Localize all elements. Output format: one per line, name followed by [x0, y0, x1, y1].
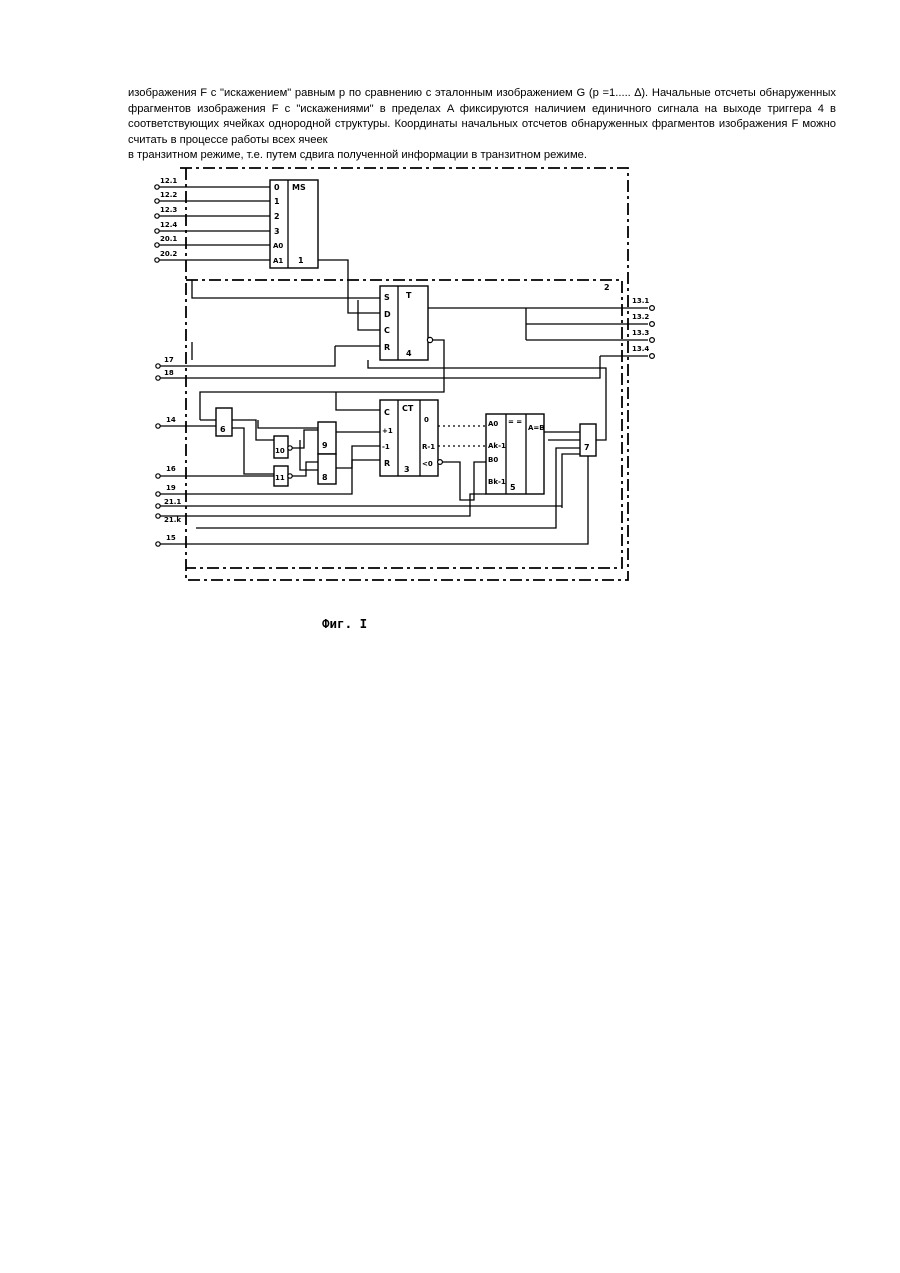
comparator-out: A=B	[528, 424, 545, 432]
pin-16	[156, 474, 160, 478]
comparator-eq: = =	[508, 418, 522, 426]
comparator-in-ak: Ak-1	[488, 442, 506, 450]
ms-in-a0: A0	[273, 242, 283, 250]
term-13-4: 13.4	[632, 345, 649, 353]
block-6-label: 6	[220, 425, 226, 434]
comparator-in-a0: A0	[488, 420, 498, 428]
counter-in-c: C	[384, 408, 390, 417]
trigger-in-r: R	[384, 343, 390, 352]
term-18: 18	[164, 369, 174, 377]
counter-label: CT	[402, 404, 414, 413]
trigger-in-d: D	[384, 310, 391, 319]
counter-in-plus1: +1	[382, 427, 393, 435]
counter-in-minus1: -1	[382, 443, 390, 451]
ms-label: MS	[292, 183, 306, 192]
term-16: 16	[166, 465, 176, 473]
counter-out-lt0: <0	[422, 460, 433, 468]
term-12-2: 12.2	[160, 191, 177, 199]
block-10-label: 10	[275, 447, 285, 455]
block-11-label: 11	[275, 474, 285, 482]
block-7-label: 7	[584, 443, 590, 452]
counter-number: 3	[404, 465, 410, 474]
ms-input-pins	[155, 185, 159, 262]
term-15: 15	[166, 534, 176, 542]
counter-out-r1: R-1	[422, 443, 435, 451]
pin-18	[156, 376, 160, 380]
structure-label: 2	[604, 283, 610, 292]
ms-block	[270, 180, 318, 268]
counter-out-0: 0	[424, 416, 429, 424]
term-13-1: 13.1	[632, 297, 649, 305]
lower-input-pins	[156, 492, 160, 546]
counter-in-r: R	[384, 459, 390, 468]
pin-14	[156, 424, 160, 428]
term-17: 17	[164, 356, 174, 364]
block-8-label: 8	[322, 473, 328, 482]
term-19: 19	[166, 484, 176, 492]
ms-in-a1: A1	[273, 257, 283, 265]
term-12-4: 12.4	[160, 221, 177, 229]
term-21-k: 21.k	[164, 516, 181, 524]
comparator-in-b0: B0	[488, 456, 498, 464]
ms-in-3: 3	[274, 227, 280, 236]
term-20-1: 20.1	[160, 235, 177, 243]
term-13-3: 13.3	[632, 329, 649, 337]
trigger-in-c: C	[384, 326, 390, 335]
ms-output: 1	[298, 256, 304, 265]
trigger-in-s: S	[384, 293, 390, 302]
term-12-3: 12.3	[160, 206, 177, 214]
block-9-label: 9	[322, 441, 328, 450]
trigger-number: 4	[406, 349, 412, 358]
figure-caption: Фиг. I	[322, 616, 367, 631]
right-terminal-pins	[650, 306, 655, 359]
ms-in-2: 2	[274, 212, 280, 221]
pin-17	[156, 364, 160, 368]
trigger-inverted-output	[427, 337, 432, 342]
term-21-1: 21.1	[164, 498, 181, 506]
term-12-1: 12.1	[160, 177, 177, 185]
ms-in-0: 0	[274, 183, 280, 192]
term-13-2: 13.2	[632, 313, 649, 321]
comparator-in-bk: Bk-1	[488, 478, 506, 486]
outer-frame	[180, 168, 628, 580]
ms-in-1: 1	[274, 197, 280, 206]
trigger-label: T	[406, 291, 412, 300]
comparator-number: 5	[510, 483, 516, 492]
term-20-2: 20.2	[160, 250, 177, 258]
term-14: 14	[166, 416, 176, 424]
